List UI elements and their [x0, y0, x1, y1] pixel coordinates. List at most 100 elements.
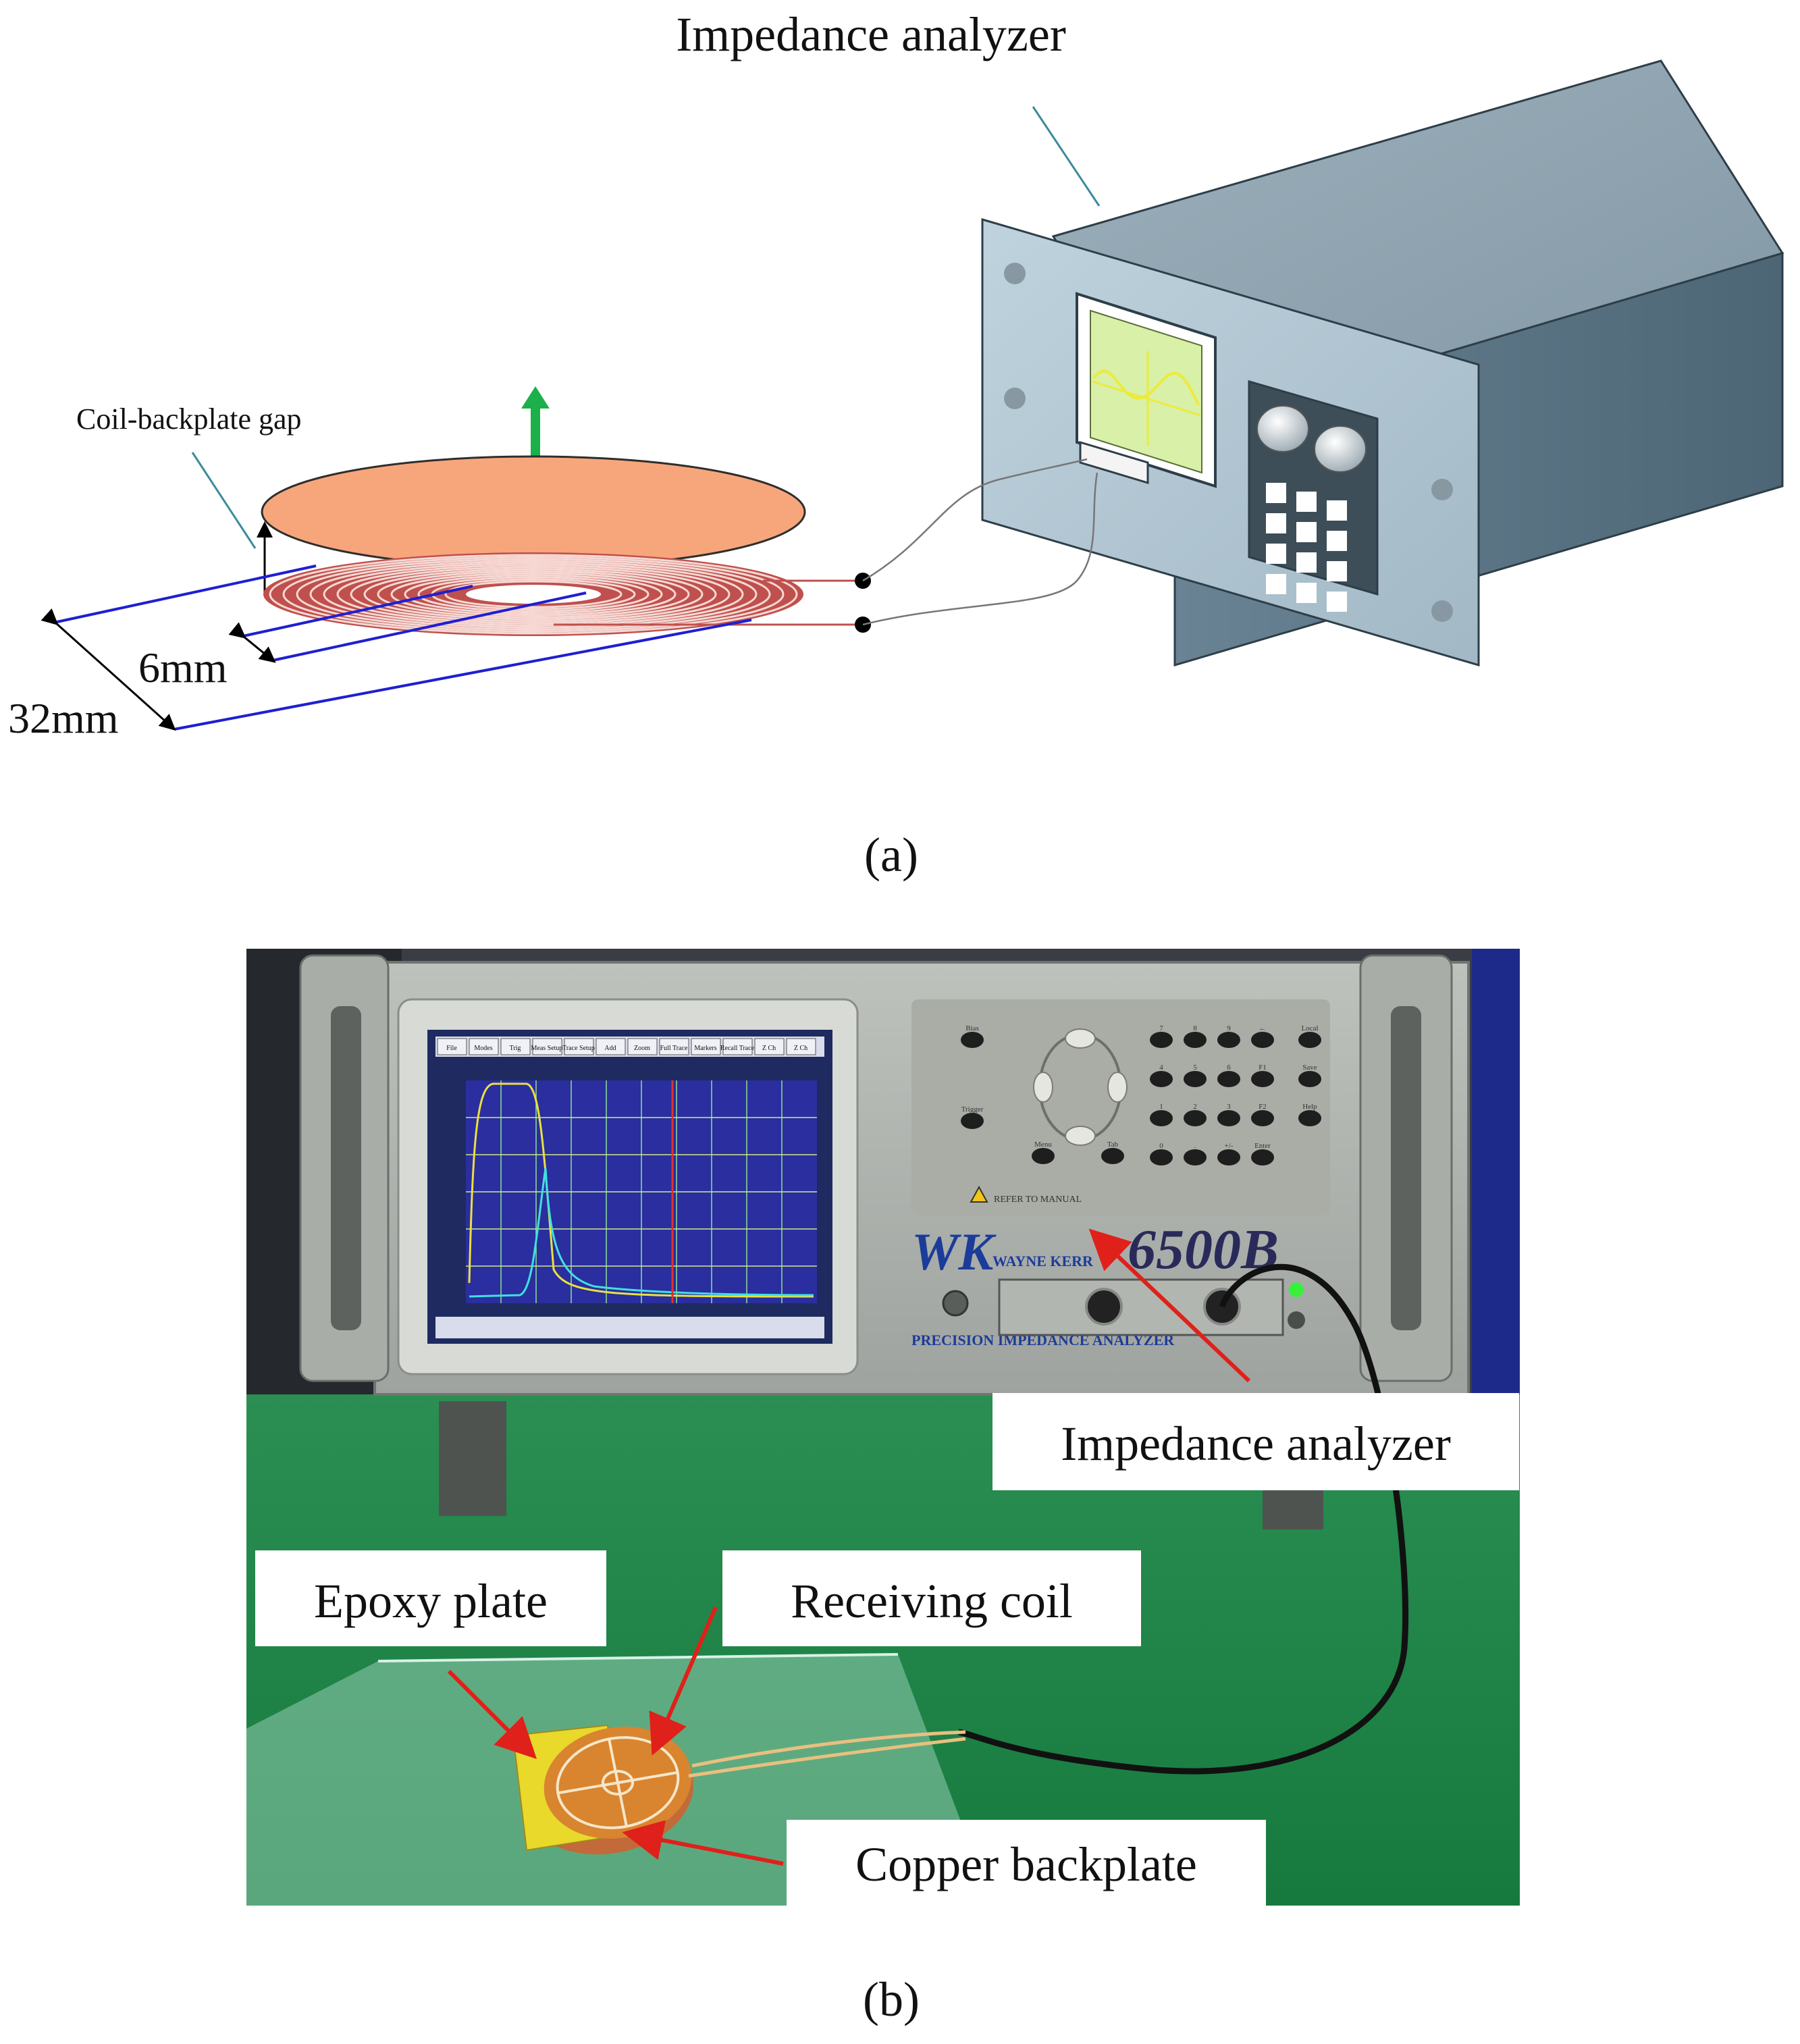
device-key-button[interactable]	[1150, 1149, 1173, 1165]
analyzer-leader-line	[1032, 106, 1101, 207]
key-label: Enter	[1254, 1142, 1271, 1150]
key-label: 7	[1159, 1024, 1163, 1032]
key-label: Tab	[1107, 1141, 1119, 1149]
coil-turn	[296, 558, 771, 631]
coil-turn	[269, 554, 798, 635]
keypad-key	[1296, 583, 1317, 603]
analyzer-screen	[1090, 309, 1202, 474]
device-key-button[interactable]	[1184, 1149, 1207, 1165]
screen-menu-label: Z Ch	[762, 1045, 776, 1052]
device-key-button[interactable]	[1251, 1071, 1274, 1087]
key-label: F2	[1259, 1103, 1267, 1111]
key-label: 6	[1227, 1064, 1231, 1072]
screen-menu-item	[627, 1038, 658, 1055]
callout-arrow-coil	[649, 1606, 718, 1756]
lift-arrow-head	[521, 386, 550, 409]
device-key-button[interactable]	[961, 1032, 984, 1048]
device-key-button[interactable]	[1298, 1032, 1321, 1048]
device-key-button[interactable]	[1101, 1148, 1124, 1164]
callout-analyzer: Impedance analyzer	[1061, 1417, 1451, 1471]
coil-turn	[309, 560, 758, 629]
power-led	[1289, 1282, 1304, 1297]
device-key-button[interactable]	[1217, 1032, 1240, 1048]
screen-menu-label: File	[446, 1045, 457, 1052]
keypad-key	[1327, 592, 1347, 612]
key-label: 8	[1193, 1024, 1197, 1032]
screen-menu-label: Z Ch	[794, 1045, 808, 1052]
key-label: Local	[1301, 1024, 1318, 1032]
copper-backplate	[261, 455, 806, 569]
analyzer-label-a: Impedance analyzer	[676, 7, 1066, 61]
nav-down-button[interactable]	[1065, 1126, 1096, 1146]
coil-turn	[336, 564, 731, 625]
coil-center-hole	[466, 585, 601, 604]
device-key-button[interactable]	[1217, 1149, 1240, 1165]
gap-leader-line	[191, 452, 257, 549]
key-label: 9	[1227, 1024, 1231, 1032]
key-label: Help	[1302, 1103, 1317, 1111]
screen-menu-label: Trace Setup	[562, 1045, 595, 1052]
keypad-key	[1266, 544, 1286, 564]
key-label: .	[1194, 1142, 1196, 1150]
device-key-button[interactable]	[1150, 1032, 1173, 1048]
callout-arrow-epoxy	[447, 1669, 537, 1759]
device-key-button[interactable]	[1217, 1110, 1240, 1126]
screen-menu-item	[754, 1038, 785, 1055]
warning-icon	[970, 1185, 988, 1203]
device-key-button[interactable]	[1150, 1071, 1173, 1087]
key-label: ←	[1259, 1024, 1267, 1032]
screen-menu-item	[564, 1038, 594, 1055]
caption-a: (a)	[864, 828, 918, 882]
device-key-button[interactable]	[961, 1113, 984, 1129]
screen-menu-item	[532, 1038, 562, 1055]
device-key-button[interactable]	[1251, 1110, 1274, 1126]
nav-right-button[interactable]	[1107, 1072, 1128, 1103]
callout-coil: Receiving coil	[791, 1574, 1073, 1628]
gap-label: Coil-backplate gap	[76, 402, 302, 436]
device-key-button[interactable]	[1251, 1149, 1274, 1165]
device-key-button[interactable]	[1251, 1032, 1274, 1048]
coil-turn	[444, 580, 623, 608]
callout-arrow-analyzer	[1088, 1228, 1251, 1383]
keypad-key	[1266, 513, 1286, 533]
device-key-button[interactable]	[1184, 1071, 1207, 1087]
key-label: 5	[1193, 1064, 1197, 1072]
device-key-button[interactable]	[1217, 1071, 1240, 1087]
trace-cyan	[469, 1168, 814, 1298]
screen-menu-label: Modes	[474, 1045, 492, 1052]
screw-icon	[1004, 263, 1026, 284]
screen-menu-item	[437, 1038, 467, 1055]
coil-turn	[377, 570, 690, 619]
key-label: Trigger	[961, 1105, 984, 1113]
outer-dimension-label: 32mm	[8, 694, 119, 742]
device-key-button[interactable]	[1184, 1032, 1207, 1048]
nav-up-button[interactable]	[1065, 1028, 1096, 1049]
device-key-button[interactable]	[1032, 1148, 1055, 1164]
key-label: 1	[1159, 1103, 1163, 1111]
trace-yellow	[468, 1082, 814, 1298]
coil-leads-photo	[691, 1730, 966, 1768]
screen-menu-label: Add	[604, 1045, 616, 1052]
port-connector	[942, 1290, 969, 1317]
keypad-key	[1327, 500, 1347, 521]
plot-grid	[466, 1080, 817, 1303]
nav-left-button[interactable]	[1033, 1072, 1053, 1103]
key-label: 2	[1193, 1103, 1197, 1111]
coil-windings	[269, 554, 798, 635]
keypad-key	[1266, 574, 1286, 594]
coil-turn	[417, 576, 650, 612]
callout-epoxy: Epoxy plate	[314, 1574, 548, 1628]
panel-a: Impedance analyzer	[8, 7, 1784, 882]
device-key-button[interactable]	[1184, 1110, 1207, 1126]
device-key-button[interactable]	[1298, 1071, 1321, 1087]
device-key-button[interactable]	[1298, 1110, 1321, 1126]
analyzer-cable-1	[862, 458, 1088, 582]
device-key-button[interactable]	[1150, 1110, 1173, 1126]
screw-icon	[1431, 479, 1453, 500]
screen-menu-label: Meas Setup	[531, 1045, 563, 1052]
test-cable	[958, 1263, 1409, 1775]
bnc-connector	[1085, 1288, 1123, 1326]
